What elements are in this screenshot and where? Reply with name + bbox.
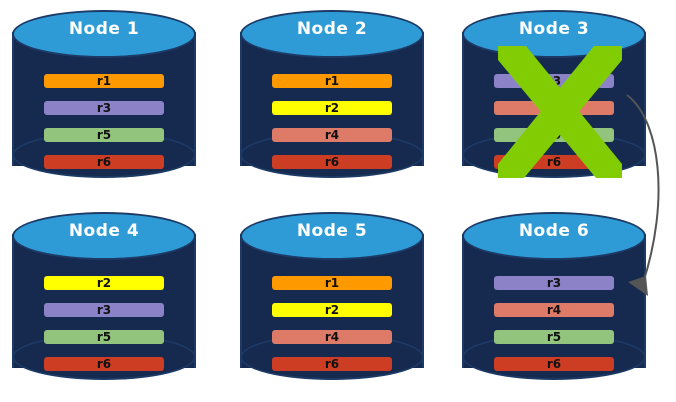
record-bar[interactable]: r1 (272, 74, 392, 88)
record-bar[interactable]: r4 (272, 128, 392, 142)
node-2[interactable]: Node 2 r1 r2 r4 r6 (240, 10, 424, 188)
record-bar[interactable]: r3 (494, 276, 614, 290)
node-1-records: r1 r3 r5 r6 (44, 74, 164, 169)
record-bar[interactable]: r5 (44, 330, 164, 344)
node-4[interactable]: Node 4 r2 r3 r5 r6 (12, 212, 196, 390)
record-bar[interactable]: r6 (44, 155, 164, 169)
record-bar[interactable]: r4 (494, 303, 614, 317)
record-bar[interactable]: r1 (44, 74, 164, 88)
node-1[interactable]: Node 1 r1 r3 r5 r6 (12, 10, 196, 188)
node-3[interactable]: Node 3 r3 r4 r5 r6 (462, 10, 646, 188)
cylinder-top (12, 212, 196, 260)
record-bar[interactable]: r6 (44, 357, 164, 371)
cylinder-top (240, 10, 424, 58)
cylinder-top (12, 10, 196, 58)
node-2-records: r1 r2 r4 r6 (272, 74, 392, 169)
record-bar[interactable]: r1 (272, 276, 392, 290)
record-bar[interactable]: r4 (272, 330, 392, 344)
record-bar[interactable]: r2 (44, 276, 164, 290)
record-bar[interactable]: r5 (494, 128, 614, 142)
record-bar[interactable]: r6 (272, 357, 392, 371)
record-bar[interactable]: r2 (272, 303, 392, 317)
record-bar[interactable]: r3 (44, 303, 164, 317)
node-5[interactable]: Node 5 r1 r2 r4 r6 (240, 212, 424, 390)
record-bar[interactable]: r6 (272, 155, 392, 169)
cylinder-top (240, 212, 424, 260)
node-6-records: r3 r4 r5 r6 (494, 276, 614, 371)
record-bar[interactable]: r6 (494, 357, 614, 371)
record-bar[interactable]: r5 (494, 330, 614, 344)
node-4-records: r2 r3 r5 r6 (44, 276, 164, 371)
node-5-records: r1 r2 r4 r6 (272, 276, 392, 371)
record-bar[interactable]: r4 (494, 101, 614, 115)
record-bar[interactable]: r5 (44, 128, 164, 142)
cylinder-top (462, 212, 646, 260)
record-bar[interactable]: r3 (44, 101, 164, 115)
node-6[interactable]: Node 6 r3 r4 r5 r6 (462, 212, 646, 390)
cylinder-top (462, 10, 646, 58)
record-bar[interactable]: r6 (494, 155, 614, 169)
record-bar[interactable]: r3 (494, 74, 614, 88)
node-3-records: r3 r4 r5 r6 (494, 74, 614, 169)
record-bar[interactable]: r2 (272, 101, 392, 115)
